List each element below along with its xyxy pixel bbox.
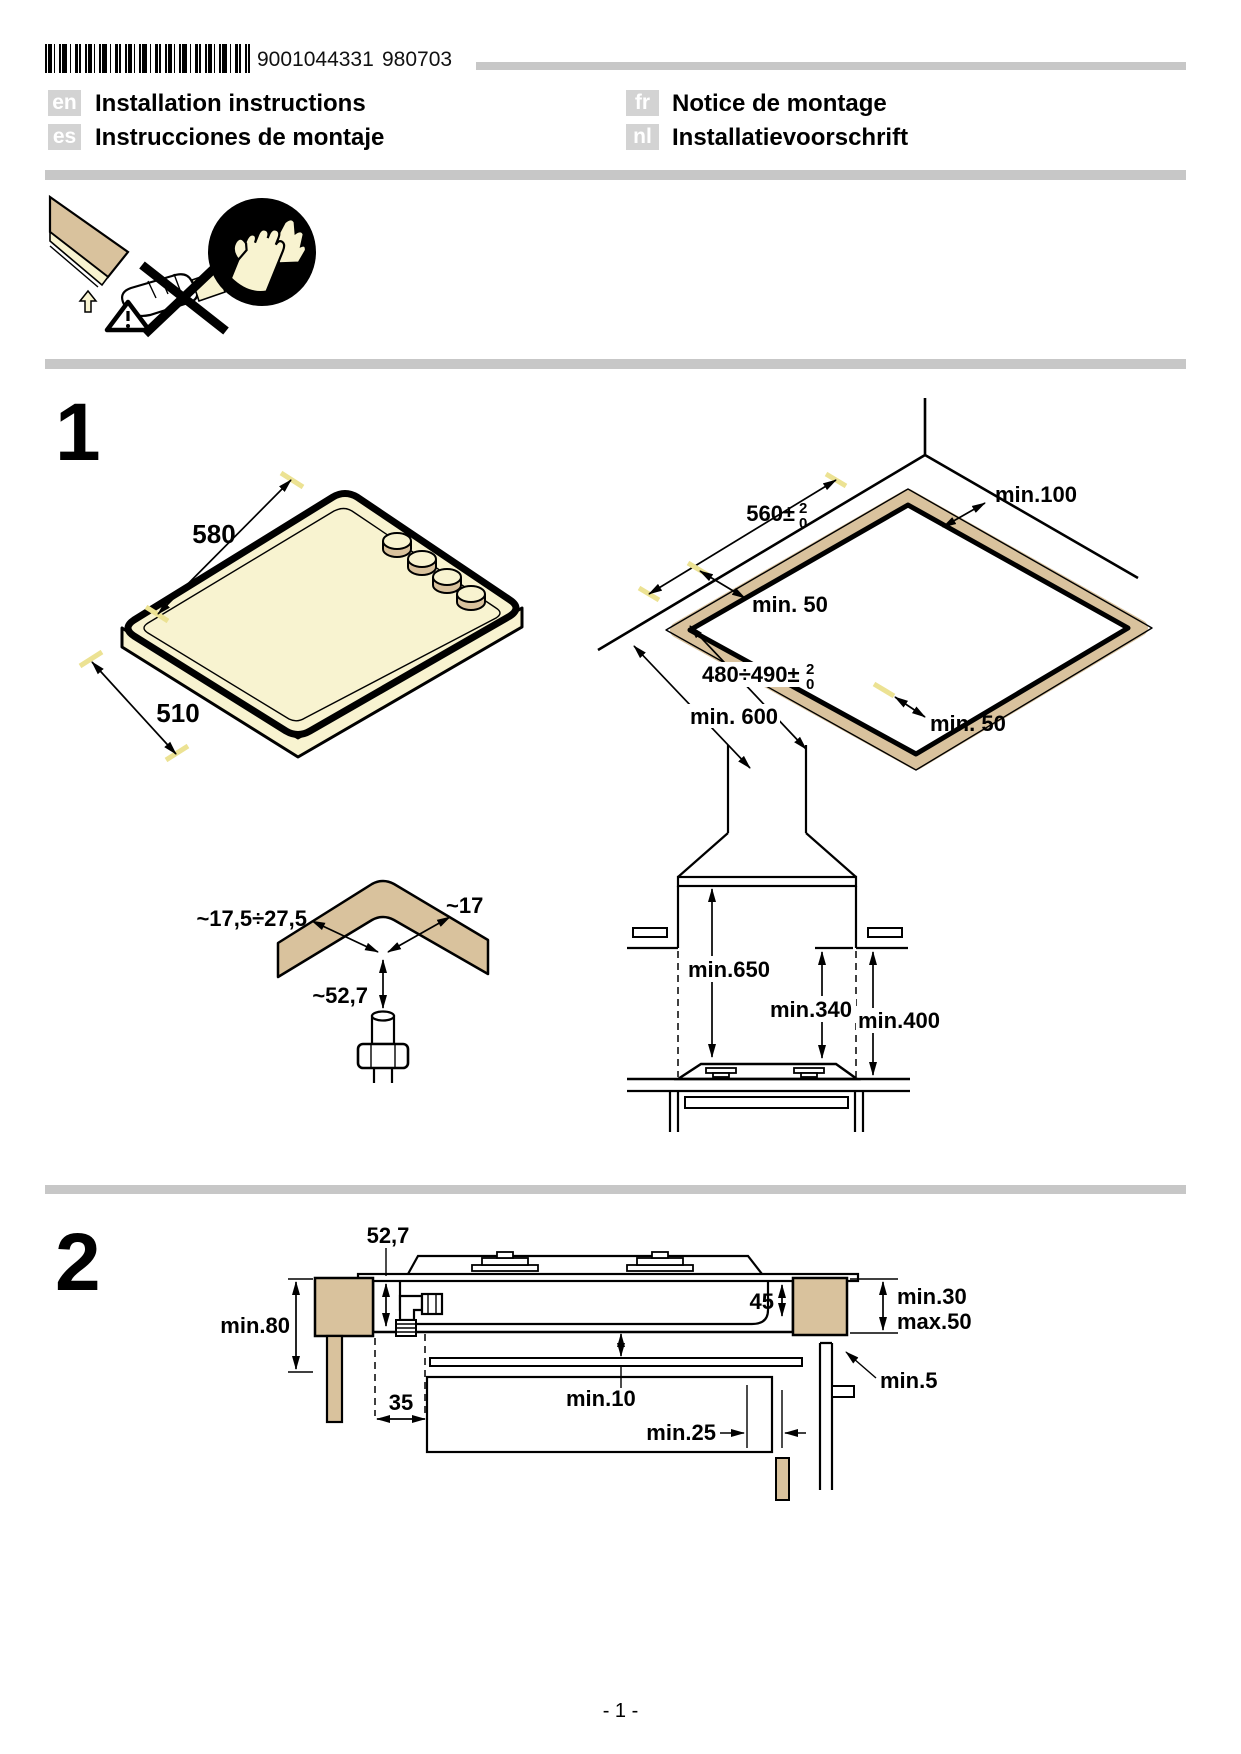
wear-gloves-icon <box>208 198 316 306</box>
corner-offset-right-label: ~17 <box>446 893 483 918</box>
do-not-lift-hob-warning-icon <box>48 194 229 338</box>
lang-label-nl: Installatievoorschrift <box>672 124 909 151</box>
lang-tag-nl: nl <box>626 124 659 150</box>
lang-tag-es: es <box>48 124 81 150</box>
date-code: 980703 <box>382 48 453 71</box>
corner-offset-left-label: ~17,5÷27,5 <box>196 906 307 931</box>
cutout-rear-clearance-label: min.100 <box>995 482 1077 507</box>
panel-gap-label: min.5 <box>880 1368 937 1393</box>
gas-inlet-elbow <box>395 1292 444 1337</box>
gas-connection-pipe <box>356 1010 410 1083</box>
cutout-width-tol-upper: 2 <box>799 500 807 517</box>
burner-grates <box>705 1067 825 1078</box>
divider-rule-3 <box>45 1185 1186 1194</box>
barcode-icon <box>45 44 250 73</box>
warning-icons <box>48 194 316 338</box>
hood-clearance-label: min.650 <box>688 957 770 982</box>
lang-label-fr: Notice de montage <box>672 90 887 117</box>
worktop-max-thickness-label: max.50 <box>897 1309 972 1334</box>
side-offset-label: 35 <box>389 1390 413 1415</box>
hob-control-knobs <box>382 532 486 611</box>
lang-tag-en: en <box>48 90 81 116</box>
lang-tag-fr: fr <box>626 90 659 116</box>
cabinet-side-panel <box>818 1341 855 1490</box>
hob-width-label: 580 <box>192 519 235 549</box>
section2-number: 2 <box>55 1217 101 1308</box>
cutout-depth-label: 480÷490± <box>702 662 800 687</box>
section2-diagram: 52,7 min.80 35 min.10 min.25 <box>220 1223 972 1501</box>
divider-rule-2 <box>45 359 1186 369</box>
worktop-cutout-view: 560± 2 0 min.100 min. 50 480÷490± 2 0 mi… <box>597 398 1153 771</box>
cutout-width-tol-lower: 0 <box>799 515 807 532</box>
barcode-number: 9001044331 <box>257 48 374 71</box>
page-number: - 1 - <box>602 1700 639 1722</box>
cutout-corner-detail: ~17,5÷27,5 ~17 ~52,7 <box>196 879 490 1083</box>
body-depth-label: 45 <box>750 1289 774 1314</box>
cutout-width-label: 560± <box>746 501 795 526</box>
cutout-depth-tol-upper: 2 <box>806 661 814 678</box>
gas-connection-height-label: ~52,7 <box>312 983 368 1008</box>
lang-label-en: Installation instructions <box>95 90 366 117</box>
gas-offset-label: 52,7 <box>367 1223 410 1248</box>
cutout-depth-tol-lower: 0 <box>806 676 814 693</box>
divider-rule-1 <box>45 170 1186 180</box>
section1-number: 1 <box>55 387 101 478</box>
wall-clearance-label: min.400 <box>858 1008 940 1033</box>
lang-label-es: Instrucciones de montaje <box>95 124 385 151</box>
cutout-side-clearance-label: min. 50 <box>752 592 828 617</box>
installation-cross-section: 52,7 min.80 35 min.10 min.25 <box>220 1223 972 1501</box>
burner-cross-section <box>471 1251 694 1272</box>
hob-depth-label: 510 <box>156 698 199 728</box>
vent-gap-label: min.10 <box>566 1386 636 1411</box>
niche-depth-label: min.80 <box>220 1313 290 1338</box>
worktop-min-thickness-label: min.30 <box>897 1284 967 1309</box>
rear-gap-label: min.25 <box>646 1420 716 1445</box>
hob-isometric-view: 580 510 <box>78 470 524 763</box>
cutout-front-clearance-label: min. 50 <box>930 711 1006 736</box>
hood-clearance-view: min.650 min.340 min.400 <box>627 745 946 1132</box>
cabinet-clearance-label: min.340 <box>770 997 852 1022</box>
worktop-depth-label: min. 600 <box>690 704 778 729</box>
header-rule <box>476 62 1186 70</box>
section1-diagrams: 580 510 560± 2 0 min.100 min. 50 480÷490… <box>78 398 1153 1132</box>
